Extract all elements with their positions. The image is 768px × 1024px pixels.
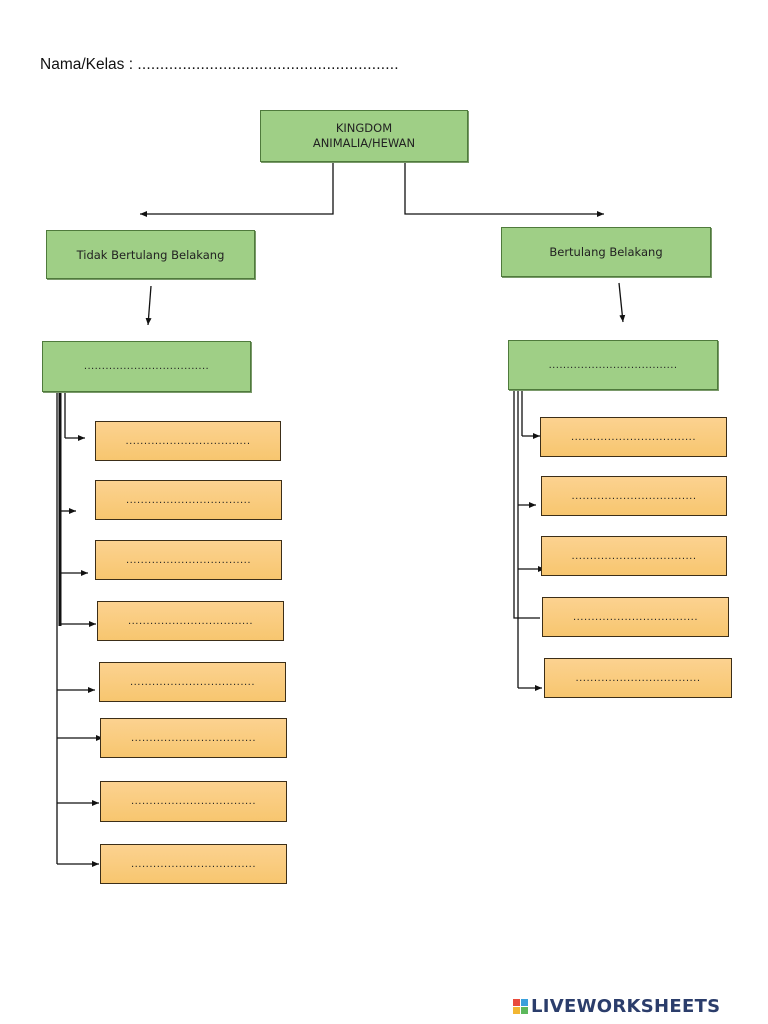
liveworksheets-logo: LIVEWORKSHEETS [513,996,720,1017]
left-answer-box-2[interactable]: .................................. [95,480,282,520]
left-answer-box-6[interactable]: .................................. [100,718,287,758]
left-answer-blank-8: .................................. [130,858,257,870]
left-category-blank: ................................... [83,361,210,372]
right-answer-blank-5: .................................. [575,672,701,684]
left-answer-box-8[interactable]: .................................. [100,844,287,884]
left-answer-box-3[interactable]: .................................. [95,540,282,580]
root-line-2: ANIMALIA/HEWAN [312,136,416,150]
right-answer-blank-4: .................................. [572,611,699,623]
right-branch-label: Bertulang Belakang [549,245,663,259]
right-category-blank: .................................... [548,359,678,371]
name-class-separator: : [128,56,134,73]
logo-square-2 [521,999,528,1006]
logo-square-3 [513,1007,520,1014]
name-class-line: Nama/Kelas : ...........................… [40,56,399,74]
name-class-label: Nama/Kelas [40,56,125,73]
name-class-blank[interactable]: ........................................… [137,56,399,73]
left-answer-blank-1: .................................. [125,435,251,447]
left-answer-blank-4: .................................. [127,615,254,627]
right-answer-blank-2: .................................. [571,490,697,502]
left-answer-blank-3: .................................. [125,554,252,566]
right-category-box[interactable]: .................................... [508,340,718,390]
root-to-right-connector [404,162,604,217]
left-answer-box-1[interactable]: .................................. [95,421,281,461]
root-to-left-connector [140,162,334,217]
left-answer-box-5[interactable]: .................................. [99,662,286,702]
right-spine-a [513,389,540,619]
right-answer-box-2[interactable]: .................................. [541,476,727,516]
left-category-box[interactable]: ................................... [42,341,251,392]
left-answer-box-4[interactable]: .................................. [97,601,284,641]
liveworksheets-logo-text: LIVEWORKSHEETS [531,996,721,1017]
logo-square-4 [521,1007,528,1014]
right-answer-box-1[interactable]: .................................. [540,417,727,457]
right-answer-box-3[interactable]: .................................. [541,536,727,576]
liveworksheets-logo-icon [513,999,528,1014]
logo-square-1 [513,999,520,1006]
right-answer-blank-3: .................................. [571,550,697,562]
left-answer-blank-5: .................................. [129,676,256,688]
left-answer-blank-2: .................................. [125,494,252,506]
left-branch-label: Tidak Bertulang Belakang [76,247,225,262]
right-answer-box-4[interactable]: .................................. [542,597,729,637]
right-answer-box-5[interactable]: .................................. [544,658,732,698]
left-branch-node: Tidak Bertulang Belakang [46,230,255,279]
right-answer-blank-1: .................................. [570,431,697,443]
left-branch-arrow [145,285,152,326]
right-branch-node: Bertulang Belakang [501,227,711,277]
left-answer-box-7[interactable]: .................................. [100,781,287,822]
right-branch-arrow [618,282,626,323]
left-answer-blank-6: .................................. [130,732,257,744]
root-node: KINGDOM ANIMALIA/HEWAN [260,110,468,162]
left-answer-blank-7: .................................. [130,796,257,807]
root-line-1: KINGDOM [335,121,393,135]
